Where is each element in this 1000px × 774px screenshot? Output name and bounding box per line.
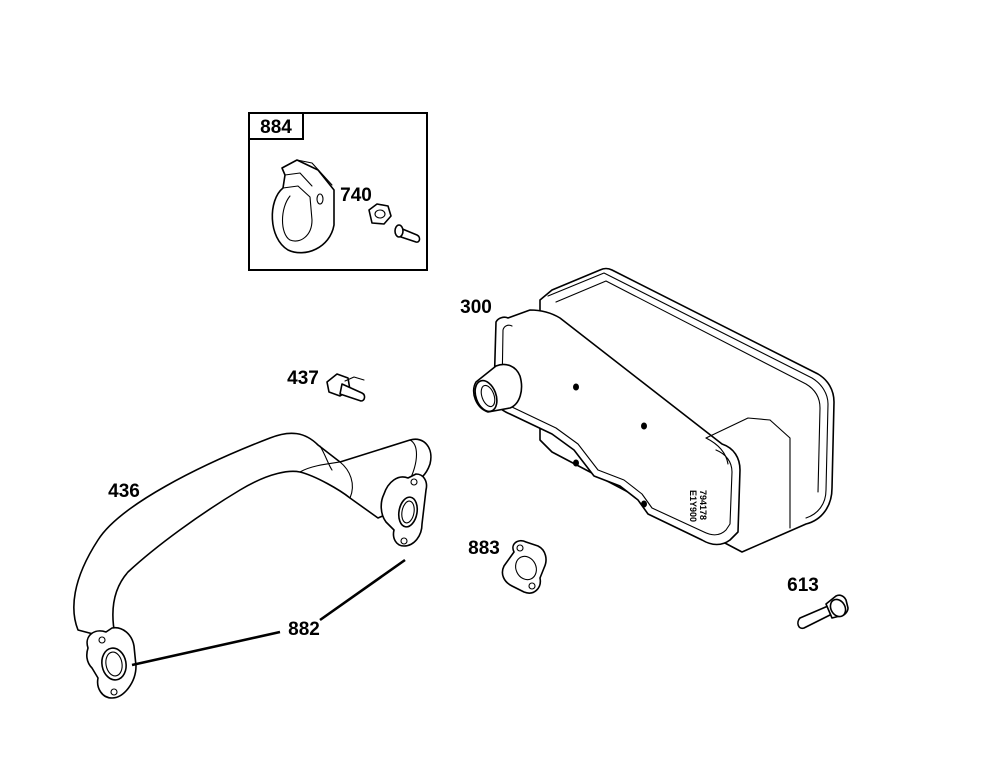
muffler-gasket-callout[interactable]: 883 — [468, 538, 500, 559]
stud-callout[interactable]: 437 — [287, 368, 319, 389]
exhaust-pipe[interactable] — [73, 432, 432, 641]
clamp-kit-box: 884 740 — [248, 112, 428, 271]
clamp-kit-callout[interactable]: 884 — [260, 117, 292, 138]
gasket-leader-lower — [131, 630, 281, 667]
exhaust-pipe-callout[interactable]: 436 — [108, 481, 140, 502]
carriage-bolt[interactable] — [394, 224, 421, 243]
muffler-gasket[interactable] — [501, 539, 547, 594]
svg-text:E1Y900: E1Y900 — [688, 490, 698, 522]
pipe-flange-lower[interactable] — [86, 626, 137, 699]
muffler-stamp: 794178 E1Y900 — [688, 490, 708, 522]
svg-text:794178: 794178 — [698, 490, 708, 520]
nut-callout[interactable]: 740 — [340, 185, 372, 206]
screw-callout[interactable]: 613 — [787, 575, 819, 596]
exhaust-clamp[interactable] — [271, 159, 335, 254]
hex-nut[interactable] — [368, 203, 392, 225]
gasket-leader-upper — [319, 558, 406, 622]
pipe-gasket-callout[interactable]: 882 — [288, 619, 320, 640]
muffler[interactable] — [471, 267, 835, 553]
flange-screw[interactable] — [797, 594, 849, 630]
stud[interactable] — [326, 373, 366, 402]
pipe-flange-upper[interactable] — [380, 473, 428, 547]
muffler-callout[interactable]: 300 — [460, 297, 492, 318]
